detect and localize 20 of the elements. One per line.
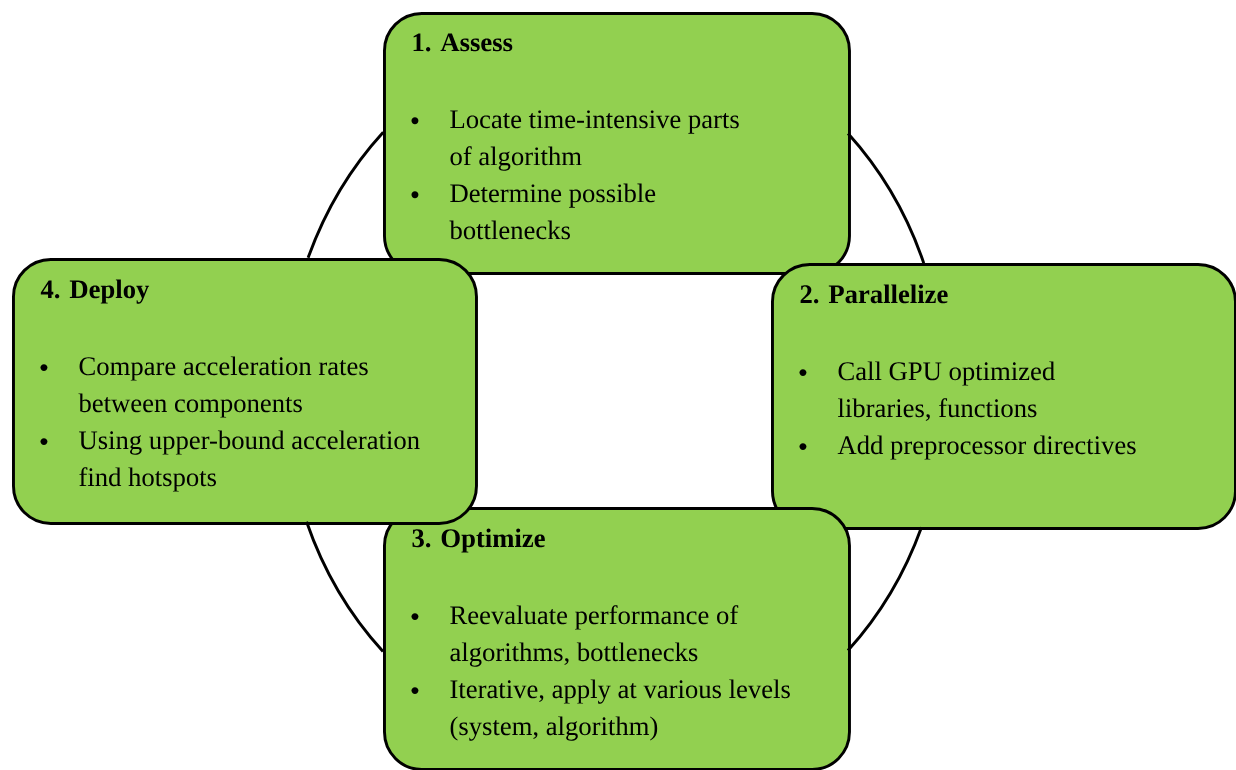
bullet-item: Locate time-intensive parts of algorithm [450, 110, 739, 171]
bullet-item: Using upper-bound acceleration find hotspots [79, 430, 420, 492]
step-box [771, 263, 1236, 530]
bullet-item: Determine possible bottlenecks [449, 183, 656, 240]
step-box [383, 507, 851, 770]
cycle-arc [846, 132, 926, 264]
step-box [383, 12, 851, 275]
bullet-item: Compare acceleration rates between components [78, 356, 368, 418]
bullet-item: Reevaluate performance of algorithms, bottlenecks [450, 605, 739, 667]
cycle-arc [305, 521, 385, 653]
step-heading: 1. Assess [413, 33, 513, 52]
cycle-arc [306, 131, 385, 259]
step-heading: 4. Deploy [40, 279, 150, 304]
step-heading: 2. Parallelize [800, 284, 948, 304]
bullet-item: Add preprocessor directives [837, 435, 1136, 460]
step-heading: 3. Optimize [412, 528, 545, 553]
cycle-arc [846, 526, 923, 652]
step-box [12, 258, 478, 525]
bullet-item: Call GPU optimized libraries, functions [838, 361, 1055, 422]
bullet-item: Iterative, apply at various levels (system, algorithm) [450, 679, 790, 741]
